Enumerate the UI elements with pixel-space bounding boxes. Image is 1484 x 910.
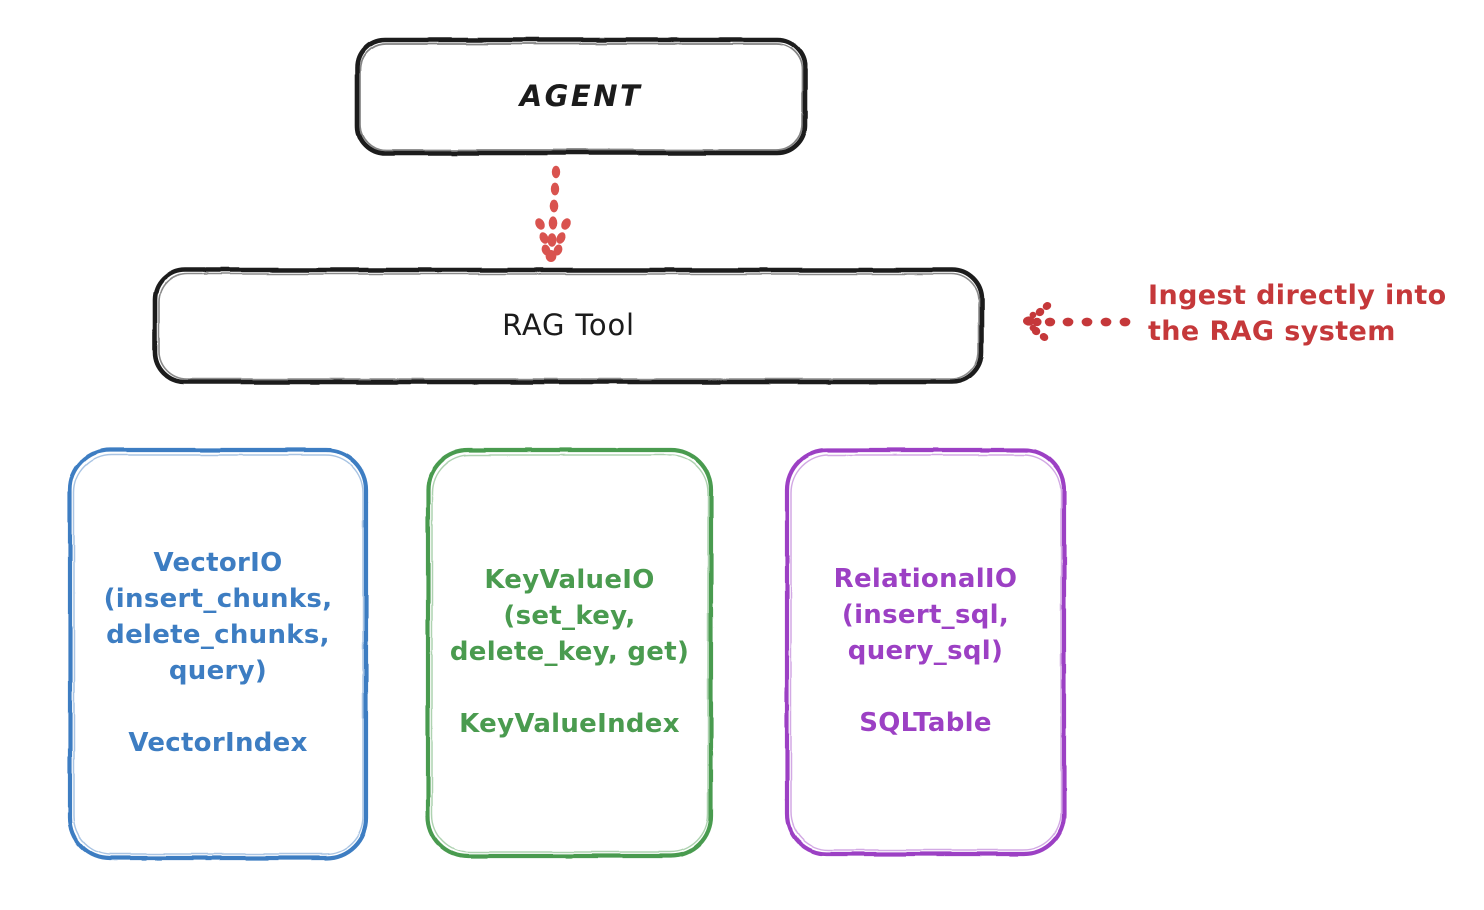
- rag-tool-box[interactable]: RAG Tool: [155, 270, 982, 382]
- key-value-io-label: KeyValueIO (set_key, delete_key, get) Ke…: [449, 565, 690, 739]
- rag-tool-label: RAG Tool: [502, 308, 635, 343]
- ingest-to-rag-tool-arrow: [1023, 302, 1131, 341]
- agent-box[interactable]: AGENT: [357, 40, 805, 153]
- relational-io-box-outline: [784, 447, 1067, 857]
- vector-io-box-outline: [67, 447, 369, 861]
- rag-tool-box-outline: [152, 267, 985, 385]
- agent-label: AGENT: [519, 78, 643, 113]
- ingest-annotation-text: Ingest directly into the RAG system: [1148, 280, 1447, 347]
- relational-io-label: RelationalIO (insert_sql, query_sql) SQL…: [833, 564, 1018, 738]
- relational-io-box[interactable]: RelationalIO (insert_sql, query_sql) SQL…: [787, 450, 1064, 854]
- vector-io-label: VectorIO (insert_chunks, delete_chunks, …: [103, 548, 333, 758]
- key-value-io-box[interactable]: KeyValueIO (set_key, delete_key, get) Ke…: [428, 450, 711, 856]
- vector-io-box[interactable]: VectorIO (insert_chunks, delete_chunks, …: [70, 450, 366, 858]
- key-value-io-box-outline: [425, 447, 714, 859]
- agent-box-outline: [354, 37, 808, 156]
- agent-to-rag-tool-arrow: [535, 165, 571, 262]
